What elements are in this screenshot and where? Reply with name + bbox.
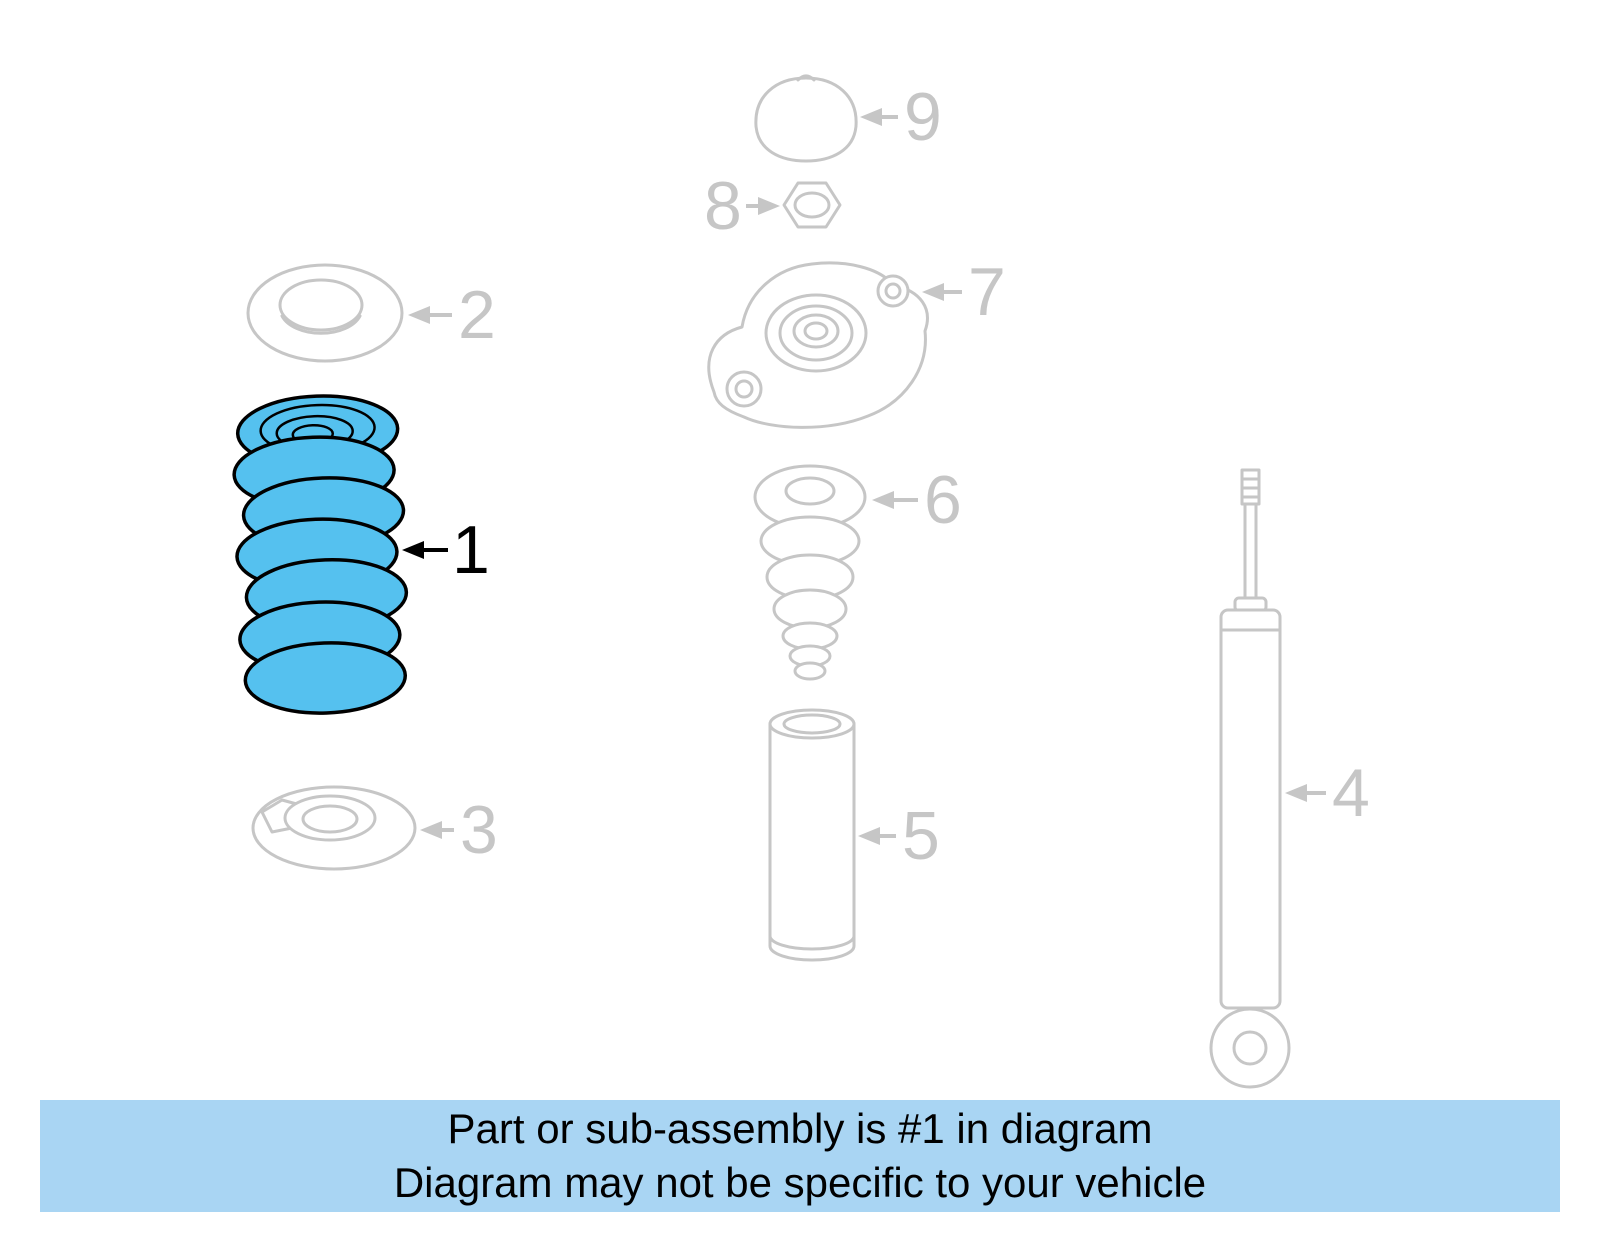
callout-8-label: 8 [704, 168, 742, 244]
cap-part [754, 74, 858, 163]
callout-3-label: 3 [460, 792, 498, 868]
callout-9-label: 9 [904, 79, 942, 155]
nut-part [782, 181, 842, 229]
callout-8-arrowhead-icon [758, 197, 780, 215]
callout-6-label: 6 [924, 462, 962, 538]
callout-8: 8 [704, 168, 780, 244]
callout-4: 4 [1285, 755, 1370, 831]
shock-absorber-part [1209, 468, 1291, 1089]
callout-3: 3 [420, 792, 498, 868]
callout-7-label: 7 [968, 254, 1006, 330]
upper-spring-seat-part [246, 263, 404, 363]
callout-9: 9 [860, 79, 942, 155]
callout-2-label: 2 [458, 277, 496, 353]
callout-4-arrowhead-icon [1285, 784, 1307, 802]
callout-5-label: 5 [902, 798, 940, 874]
callout-6-arrowhead-icon [872, 491, 894, 509]
callout-5-arrowhead-icon [858, 827, 880, 845]
strut-mount-part [707, 261, 929, 429]
callout-1-label: 1 [452, 512, 490, 588]
note-line-2: Diagram may not be specific to your vehi… [393, 1159, 1207, 1206]
callout-1-arrowhead-icon [402, 541, 424, 559]
callout-1: 1 [402, 512, 490, 588]
callout-3-arrowhead-icon [420, 821, 442, 839]
dust-cover-sleeve-part [768, 708, 856, 962]
bump-stop-part [753, 464, 867, 681]
callout-9-arrowhead-icon [860, 108, 882, 126]
callout-6: 6 [872, 462, 962, 538]
callout-4-label: 4 [1332, 755, 1370, 831]
callout-2: 2 [408, 277, 496, 353]
callout-5: 5 [858, 798, 940, 874]
callout-7: 7 [922, 254, 1006, 330]
callout-2-arrowhead-icon [408, 306, 430, 324]
callout-7-arrowhead-icon [922, 283, 944, 301]
lower-spring-seat-part [251, 785, 417, 871]
coil-spring-part [232, 394, 409, 715]
note-line-1: Part or sub-assembly is #1 in diagram [447, 1105, 1153, 1153]
note-banner: Part or sub-assembly is #1 in diagram Di… [40, 1100, 1560, 1212]
